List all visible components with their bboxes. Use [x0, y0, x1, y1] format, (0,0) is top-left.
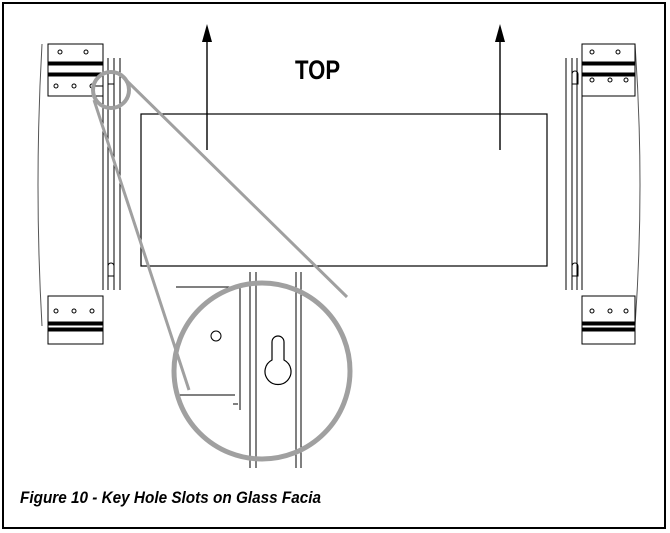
up-arrow-right [495, 24, 505, 150]
callout-small-circle [91, 70, 131, 110]
right-bracket [565, 43, 641, 345]
glass-facia [140, 113, 548, 267]
magnified-detail [176, 272, 302, 468]
top-label: TOP [295, 55, 341, 85]
up-arrow-left [202, 24, 212, 150]
callout-large-circle [171, 280, 353, 462]
figure-caption: Figure 10 - Key Hole Slots on Glass Faci… [20, 488, 322, 507]
magnifier-callout [91, 70, 349, 391]
keyhole-slot [264, 335, 292, 386]
left-bracket [37, 43, 121, 345]
